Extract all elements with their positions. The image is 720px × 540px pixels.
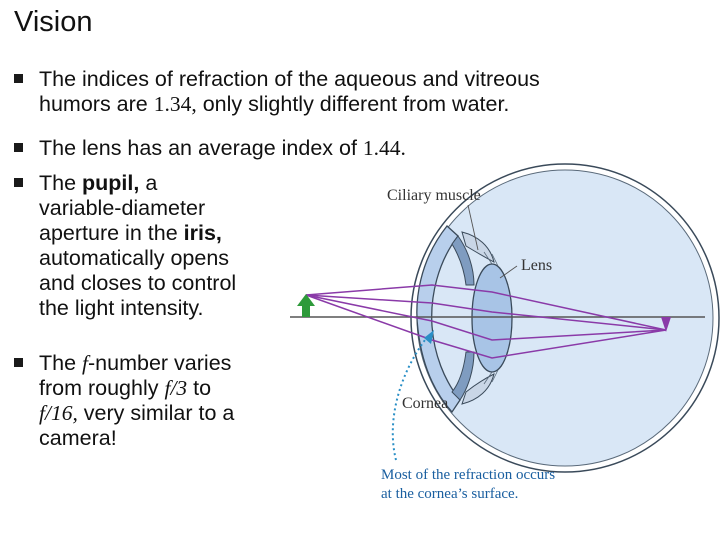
bullet-marker [14, 143, 23, 152]
bullet-marker [14, 178, 23, 187]
cornea-shape [416, 225, 461, 414]
bullet-marker [14, 74, 23, 83]
cornea-pointer [391, 335, 429, 461]
term-iris: iris, [183, 221, 222, 245]
label-lens: Lens [521, 257, 552, 274]
refraction-note-line1: Most of the refraction occurs [381, 467, 555, 483]
retina-image-arrow [661, 317, 671, 332]
term-pupil: pupil, [82, 171, 140, 195]
cornea-pointer-arrowhead [424, 330, 434, 344]
bullet-text: The indices of refraction of the aqueous… [39, 67, 540, 91]
humor-index-value: 1.34, [153, 92, 197, 116]
bullet-lens-index: The lens has an average index of 1.44. [14, 136, 694, 162]
lens-leader-line [499, 265, 518, 279]
iris-upper [451, 235, 475, 286]
label-ciliary-muscle: Ciliary muscle [387, 187, 481, 204]
ciliary-leader-line [467, 204, 479, 251]
bullet-refraction-humors: The indices of refraction of the aqueous… [14, 67, 694, 121]
object-arrow [297, 294, 315, 317]
light-rays [305, 284, 667, 359]
suspensory-fibers [483, 251, 499, 385]
bullet-f-number: The f-number varies from roughly f/3 to … [14, 351, 294, 461]
bullet-pupil: The pupil, a variable-diameter aperture … [14, 171, 294, 331]
f-value-high: f/16, [39, 401, 78, 425]
f-value-low: f/3 [164, 376, 188, 400]
iris-lower [451, 351, 475, 401]
bullet-marker [14, 358, 23, 367]
slide-title: Vision [14, 6, 93, 38]
refraction-note-line2: at the cornea’s surface. [381, 486, 518, 502]
lens-index-value: 1.44. [362, 136, 406, 160]
label-cornea: Cornea [402, 395, 448, 412]
f-symbol: f [82, 351, 89, 375]
